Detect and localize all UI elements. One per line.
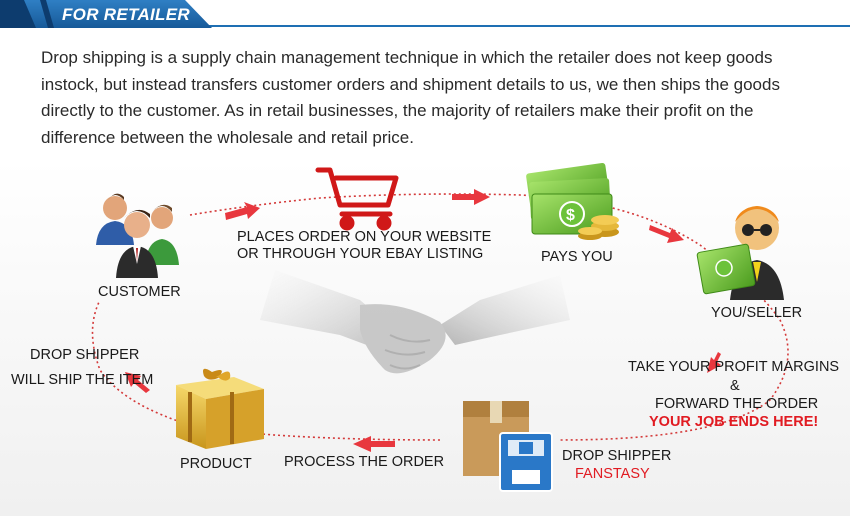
banner-tab <box>0 0 212 28</box>
label-drop-shipper: DROP SHIPPER <box>562 448 672 464</box>
label-drop-shipper-will-line1: DROP SHIPPER <box>30 347 140 363</box>
banner-underline <box>190 25 850 27</box>
customers-icon <box>96 193 179 278</box>
shopping-cart-icon <box>315 167 399 231</box>
flow-arrows <box>125 189 721 452</box>
label-ampersand: & <box>730 378 740 394</box>
gift-box-icon <box>176 368 264 449</box>
label-you-seller: YOU/SELLER <box>711 305 803 321</box>
label-process-order: PROCESS THE ORDER <box>284 454 445 470</box>
section-banner: FOR RETAILER <box>0 0 850 30</box>
handshake-image <box>260 270 570 374</box>
label-places-order-line1: PLACES ORDER ON YOUR WEBSITE <box>237 229 492 245</box>
label-pays-you: PAYS YOU <box>541 249 613 265</box>
seller-icon <box>696 206 784 300</box>
label-places-order-line2: OR THROUGH YOUR EBAY LISTING <box>237 246 484 262</box>
label-job-ends: YOUR JOB ENDS HERE! <box>649 414 819 430</box>
shipping-box-icon <box>463 401 553 492</box>
money-icon: $ <box>526 163 619 240</box>
label-take-profit: TAKE YOUR PROFIT MARGINS <box>628 359 840 375</box>
label-drop-shipper-will-line2: WILL SHIP THE ITEM <box>11 372 154 388</box>
banner-title: FOR RETAILER <box>62 5 190 24</box>
label-fanstasy: FANSTASY <box>575 466 650 482</box>
svg-text:$: $ <box>566 207 575 224</box>
label-forward-order: FORWARD THE ORDER <box>655 396 819 412</box>
label-product: PRODUCT <box>180 456 252 472</box>
intro-paragraph: Drop shipping is a supply chain manageme… <box>41 48 780 147</box>
label-customer: CUSTOMER <box>98 284 181 300</box>
